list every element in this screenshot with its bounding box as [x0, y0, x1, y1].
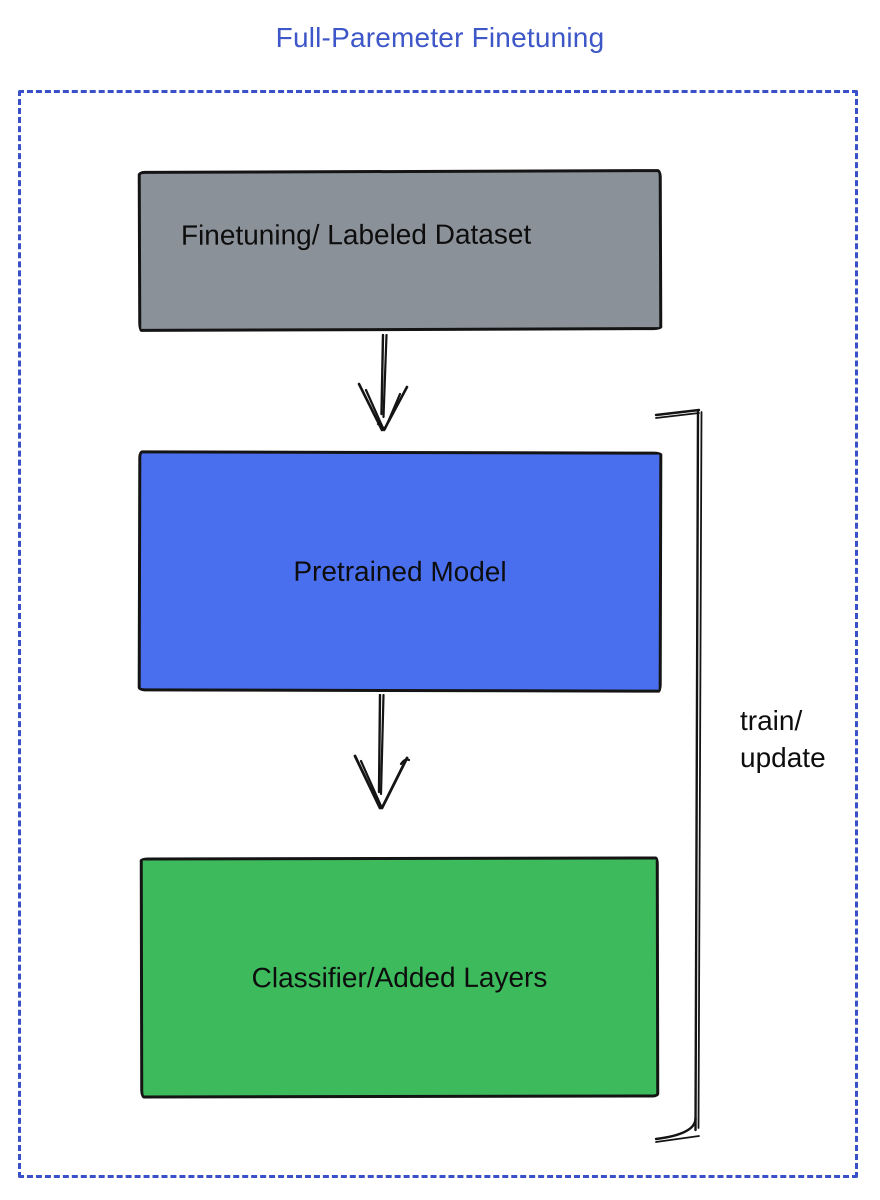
node-classifier-added-layers: Classifier/Added Layers	[139, 856, 660, 1099]
node-pretrained-model: Pretrained Model	[137, 450, 663, 693]
train-update-bracket	[654, 408, 703, 1143]
node-finetuning-dataset-label: Finetuning/ Labeled Dataset	[180, 218, 532, 251]
train-update-label-line1: train/	[740, 705, 803, 736]
diagram-title: Full-Paremeter Finetuning	[275, 22, 605, 53]
train-update-label-line2: update	[740, 742, 826, 773]
node-classifier-added-layers-label: Classifier/Added Layers	[251, 961, 548, 993]
dotted-frame	[18, 90, 858, 1178]
node-pretrained-model-label: Pretrained Model	[293, 555, 507, 587]
train-update-label: train/ update	[740, 702, 826, 776]
arrow-dataset-to-pretrained-icon	[357, 334, 409, 432]
arrow-pretrained-to-classifier-icon	[353, 694, 411, 810]
node-finetuning-dataset: Finetuning/ Labeled Dataset	[137, 169, 663, 332]
